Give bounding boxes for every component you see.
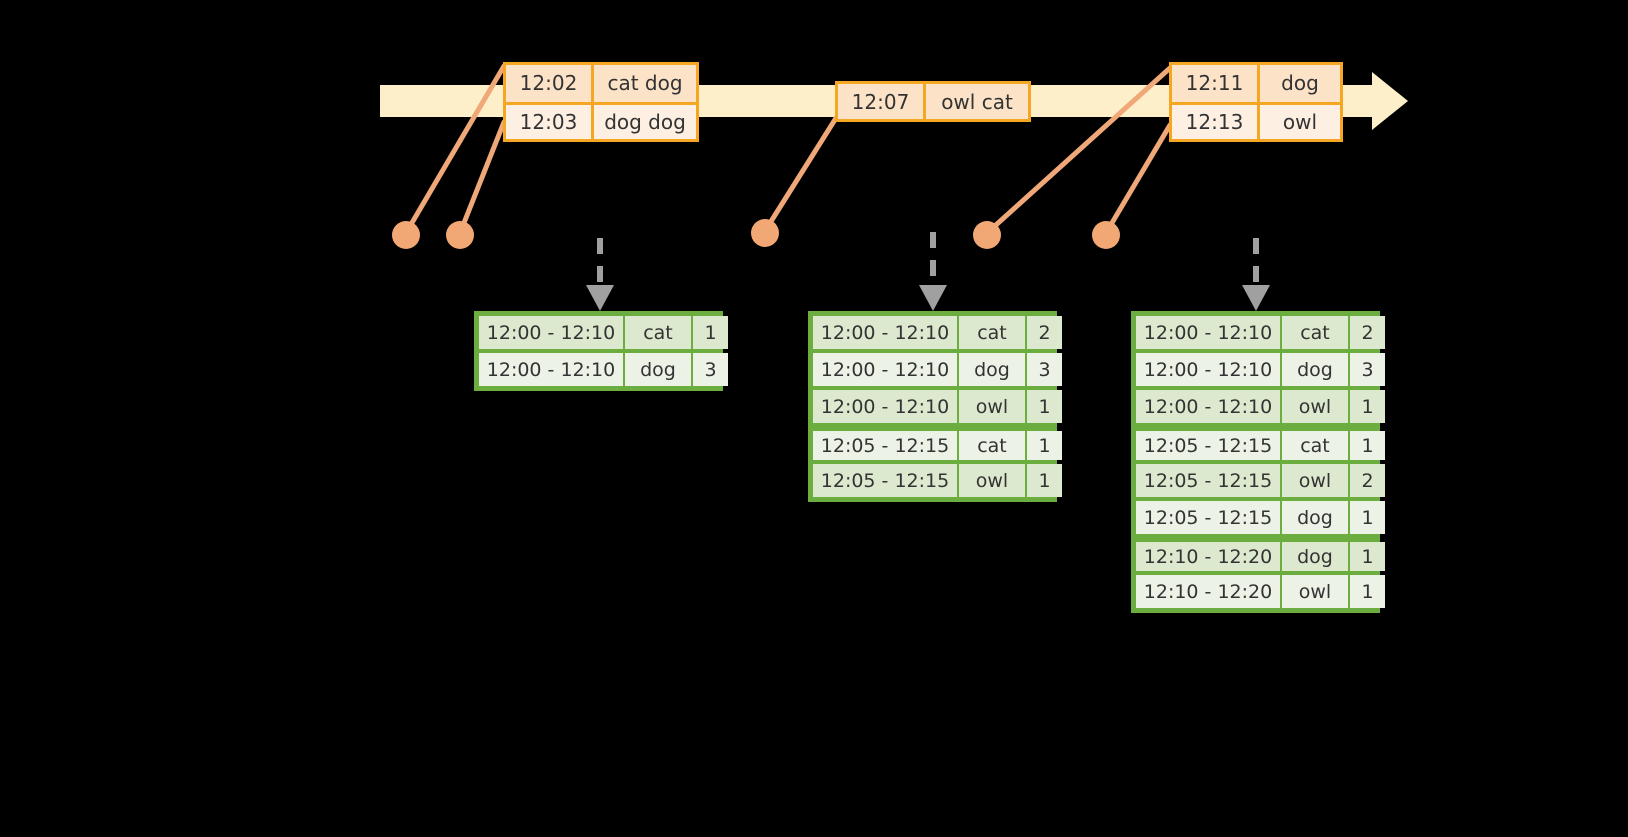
event-row[interactable]: 12:11 dog [1172, 65, 1340, 102]
connector-1211 [984, 65, 1173, 236]
event-row[interactable]: 12:03 dog dog [506, 101, 696, 139]
window-cell: 12:00 - 12:10 [813, 316, 957, 349]
event-time: 12:03 [506, 104, 591, 139]
count-cell: 1 [1350, 431, 1385, 460]
window-cell: 12:05 - 12:15 [813, 464, 957, 497]
dot-4 [973, 221, 1001, 249]
event-group-3: 12:11 dog 12:13 owl [1169, 62, 1343, 142]
window-cell: 12:00 - 12:10 [1136, 316, 1280, 349]
window-cell: 12:00 - 12:10 [1136, 390, 1280, 423]
word-cell: owl [1282, 575, 1348, 608]
connector-1207 [762, 115, 839, 234]
window-cell: 12:10 - 12:20 [1136, 542, 1280, 571]
dot-5 [1092, 221, 1120, 249]
word-cell: cat [625, 316, 691, 349]
count-cell: 1 [1350, 390, 1385, 423]
event-group-1: 12:02 cat dog 12:03 dog dog [503, 62, 699, 142]
event-words: owl [1257, 104, 1340, 139]
window-cell: 12:00 - 12:10 [1136, 353, 1280, 386]
emit-arrowhead-2 [919, 285, 947, 311]
word-cell: dog [1282, 501, 1348, 534]
word-cell: dog [959, 353, 1025, 386]
event-time: 12:11 [1172, 65, 1257, 102]
emit-arrowheads [586, 285, 1270, 311]
word-cell: owl [959, 390, 1025, 423]
connector-1203 [457, 119, 507, 236]
count-cell: 2 [1350, 316, 1385, 349]
event-time: 12:13 [1172, 104, 1257, 139]
event-words: dog [1257, 65, 1340, 102]
count-cell: 1 [1350, 575, 1385, 608]
window-cell: 12:05 - 12:15 [813, 431, 957, 460]
count-cell: 1 [1350, 501, 1385, 534]
word-cell: cat [959, 316, 1025, 349]
count-cell: 2 [1350, 464, 1385, 497]
window-cell: 12:10 - 12:20 [1136, 575, 1280, 608]
dot-2 [446, 221, 474, 249]
dot-1 [392, 221, 420, 249]
window-cell: 12:00 - 12:10 [813, 390, 957, 423]
window-cell: 12:05 - 12:15 [1136, 431, 1280, 460]
word-cell: owl [1282, 390, 1348, 423]
event-row[interactable]: 12:13 owl [1172, 101, 1340, 139]
word-cell: cat [1282, 316, 1348, 349]
count-cell: 2 [1027, 316, 1062, 349]
connector-1202 [403, 63, 507, 236]
count-cell: 3 [1027, 353, 1062, 386]
count-cell: 1 [1350, 542, 1385, 571]
count-cell: 3 [1350, 353, 1385, 386]
window-cell: 12:00 - 12:10 [479, 353, 623, 386]
emit-arrowhead-1 [586, 285, 614, 311]
count-cell: 1 [693, 316, 728, 349]
event-time: 12:02 [506, 65, 591, 102]
processing-time-dots [392, 219, 1120, 249]
word-cell: owl [1282, 464, 1348, 497]
event-words: owl cat [923, 84, 1028, 119]
event-words: cat dog [591, 65, 696, 102]
event-words: dog dog [591, 104, 696, 139]
connector-1213 [1103, 122, 1173, 236]
word-cell: cat [959, 431, 1025, 460]
word-cell: dog [1282, 542, 1348, 571]
event-connectors [403, 63, 1173, 236]
emit-arrows [597, 232, 1259, 288]
window-cell: 12:05 - 12:15 [1136, 501, 1280, 534]
event-time: 12:07 [838, 84, 923, 119]
event-row[interactable]: 12:07 owl cat [838, 84, 1028, 119]
window-cell: 12:00 - 12:10 [813, 353, 957, 386]
count-cell: 3 [693, 353, 728, 386]
timeline-arrowhead [1372, 72, 1408, 130]
word-cell: owl [959, 464, 1025, 497]
emit-arrowhead-3 [1242, 285, 1270, 311]
event-row[interactable]: 12:02 cat dog [506, 65, 696, 102]
count-cell: 1 [1027, 431, 1062, 460]
word-cell: dog [1282, 353, 1348, 386]
event-group-2: 12:07 owl cat [835, 81, 1031, 122]
word-cell: cat [1282, 431, 1348, 460]
window-cell: 12:05 - 12:15 [1136, 464, 1280, 497]
count-cell: 1 [1027, 390, 1062, 423]
word-cell: dog [625, 353, 691, 386]
count-cell: 1 [1027, 464, 1062, 497]
window-cell: 12:00 - 12:10 [479, 316, 623, 349]
dot-3 [751, 219, 779, 247]
